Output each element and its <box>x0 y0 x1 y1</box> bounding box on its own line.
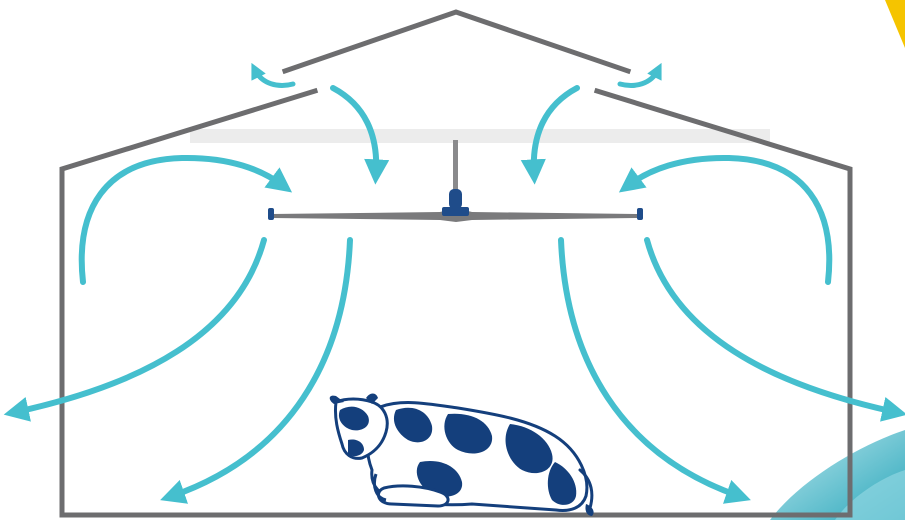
wall-return-arrow-left <box>78 154 293 285</box>
floor-arrow-outer-right <box>644 237 905 422</box>
ceiling-fan-icon <box>268 140 643 222</box>
floor-arrow-outer-left <box>3 237 267 422</box>
roof-downdraft-arrow-left <box>330 85 390 185</box>
roof-vent-arrow-right <box>617 62 662 88</box>
ceiling-band <box>190 129 770 143</box>
roof-downdraft-arrow-right <box>520 85 580 185</box>
sun-accent-icon <box>885 0 905 48</box>
airflow-arrows <box>3 62 905 504</box>
barn-outline-icon <box>59 9 853 518</box>
lying-cow-icon <box>329 393 594 516</box>
floor-arrow-inner-right <box>558 237 751 504</box>
wall-return-arrow-right <box>618 154 833 285</box>
floor-arrow-inner-left <box>160 237 353 504</box>
roof-vent-arrow-left <box>251 62 296 88</box>
